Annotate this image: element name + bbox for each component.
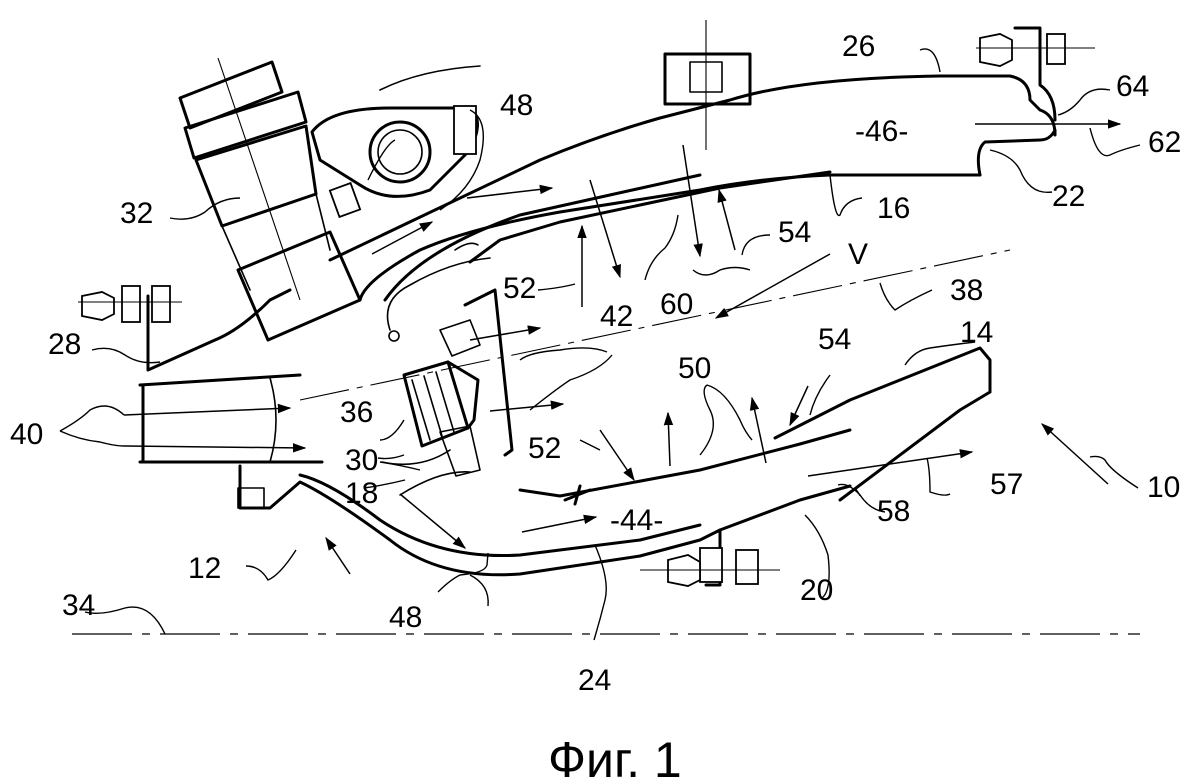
chamber-axis-line (299, 249, 1011, 401)
label-57: 57 (990, 468, 1023, 501)
swirler-assembly (381, 257, 514, 496)
reference-numerals: 32 48 26 64 -46- 62 22 16 54 52 60 V 38 … (10, 30, 1181, 697)
label-52-mid: 52 (528, 432, 561, 465)
airflow-arrows (123, 119, 1122, 575)
label-42: 42 (600, 300, 633, 333)
outer-casing (328, 20, 1095, 302)
label-64: 64 (1116, 70, 1149, 103)
flame-tube (383, 170, 992, 506)
label-48-bottom: 48 (389, 601, 422, 634)
label-50: 50 (678, 352, 711, 385)
label-58: 58 (877, 495, 910, 528)
label-34: 34 (62, 589, 95, 622)
label-20: 20 (800, 574, 833, 607)
label-26: 26 (842, 30, 875, 63)
tube-clamp (310, 65, 481, 219)
label-54-top: 54 (778, 216, 811, 249)
label-30: 30 (345, 444, 378, 477)
label-24: 24 (578, 664, 611, 697)
label-54-mid: 54 (818, 323, 851, 356)
inner-casing (78, 285, 852, 587)
label-44: -44- (610, 504, 663, 537)
label-22: 22 (1052, 180, 1085, 213)
label-40: 40 (10, 418, 43, 451)
label-46: -46- (855, 115, 908, 148)
label-60: 60 (660, 288, 693, 321)
label-52-top: 52 (503, 272, 536, 305)
leader-lines (59, 48, 1141, 641)
label-48-top: 48 (500, 89, 533, 122)
label-28: 28 (48, 328, 81, 361)
label-16: 16 (877, 192, 910, 225)
label-18: 18 (345, 477, 378, 510)
label-36: 36 (340, 396, 373, 429)
label-38: 38 (950, 274, 983, 307)
label-12: 12 (188, 552, 221, 585)
label-v: V (848, 238, 868, 271)
label-62: 62 (1148, 126, 1181, 159)
label-32: 32 (120, 197, 153, 230)
label-14: 14 (960, 316, 993, 349)
label-10: 10 (1147, 471, 1180, 504)
figure-caption: Фиг. 1 (548, 732, 682, 784)
